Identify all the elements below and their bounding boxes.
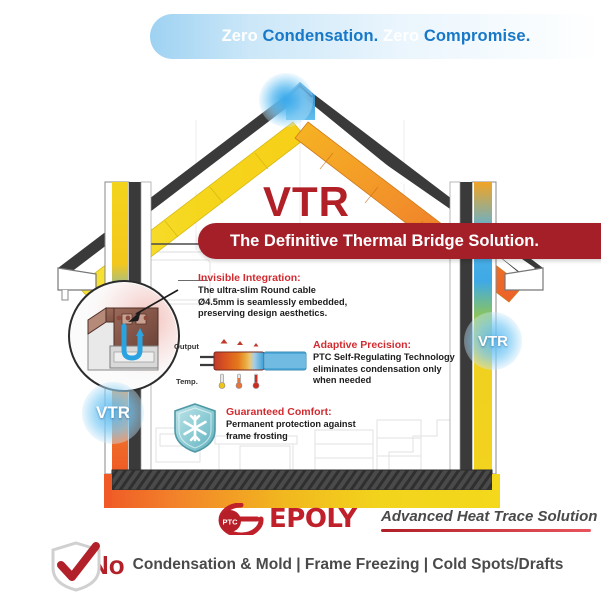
callout-line-1: Permanent protection against: [226, 419, 356, 429]
top-banner: Zero Condensation. Zero Compromise.: [150, 14, 601, 59]
callout-line-1: The ultra-slim Round cable: [198, 285, 316, 295]
tagline-underline: [381, 529, 591, 532]
ptc-temp-label: Temp.: [176, 377, 198, 386]
callout-line-2: frame frosting: [226, 430, 288, 441]
snowflake-glyph: [183, 414, 207, 442]
vtr-headline: VTR: [263, 178, 350, 225]
banner-word-compromise: Compromise.: [423, 27, 531, 45]
ptc-swirl-logo-icon: PTC: [218, 503, 264, 535]
shield-snowflake-icon: [174, 403, 216, 453]
callout-line-2: eliminates condensation only: [313, 363, 442, 374]
ptc-self-regulating-diagram: [200, 339, 307, 389]
callout-leader-line: [178, 280, 208, 281]
ptc-mark-text: PTC: [223, 518, 239, 527]
banner-word-condensation: Condensation.: [262, 27, 384, 45]
thermal-bridge-ribbon: The Definitive Thermal Bridge Solution.: [198, 223, 601, 259]
callout-line-3: preserving design aesthetics.: [198, 308, 328, 319]
callout-title: Invisible Integration:: [198, 272, 301, 284]
bottom-claim-bar: No Condensation & Mold | Frame Freezing …: [48, 540, 593, 592]
ptc-output-label: Output: [174, 342, 199, 351]
claim-items-text: Condensation & Mold | Frame Freezing | C…: [132, 556, 564, 573]
epoly-tagline: Advanced Heat Trace Solution: [381, 508, 598, 525]
detail-pointer-arrow: [128, 289, 179, 322]
callout-title: Guaranteed Comfort:: [226, 406, 332, 418]
output-arrows: [220, 339, 259, 350]
callout-line-2: Ø4.5mm is seamlessly embedded,: [198, 296, 348, 307]
top-banner-text: Zero Condensation. Zero Compromise.: [222, 27, 531, 46]
callout-guaranteed-comfort: Guaranteed Comfort: Permanent protection…: [226, 406, 376, 442]
banner-word-zero-2: Zero: [383, 27, 424, 45]
brand-logo-row: PTC EPOLY Advanced Heat Trace Solution: [213, 502, 597, 536]
callout-invisible-integration: Invisible Integration: The ultra-slim Ro…: [198, 272, 348, 320]
vtr-badge-right-wall: VTR: [464, 312, 522, 370]
callout-adaptive-precision: Adaptive Precision: PTC Self-Regulating …: [313, 339, 473, 387]
temperature-icons: [218, 373, 260, 389]
vtr-badge-roof-ridge: [259, 73, 313, 127]
callout-title: Adaptive Precision:: [313, 339, 412, 351]
callout-line-3: when needed: [313, 375, 372, 386]
window-frame-detail-magnifier: [68, 280, 180, 392]
ribbon-text: The Definitive Thermal Bridge Solution.: [230, 231, 539, 250]
vtr-badge-left-wall: VTR: [82, 382, 144, 444]
epoly-wordmark: EPOLY: [269, 504, 357, 534]
callout-line-1: PTC Self-Regulating Technology: [313, 352, 455, 362]
banner-word-zero-1: Zero: [221, 27, 263, 45]
check-shield-icon: [51, 541, 101, 592]
